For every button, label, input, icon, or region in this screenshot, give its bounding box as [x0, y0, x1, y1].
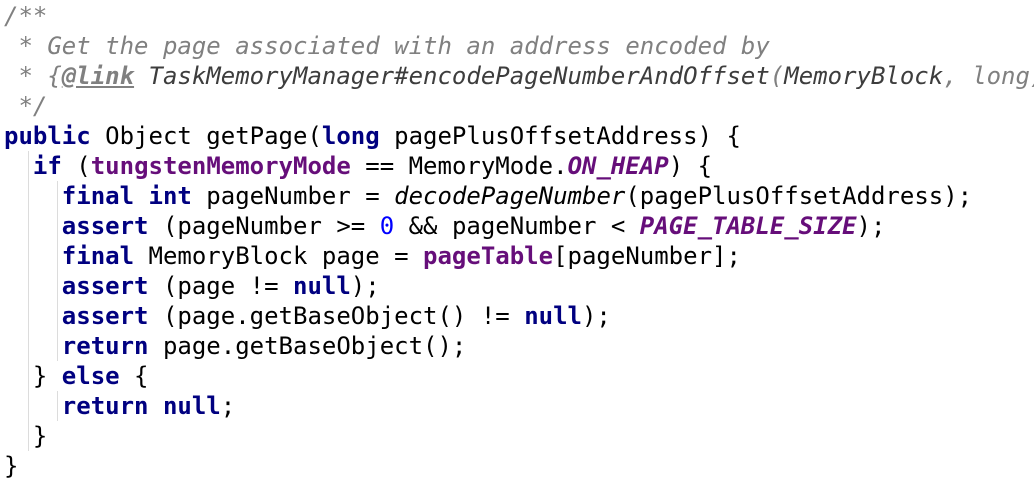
indent-guide [57, 391, 59, 421]
code-line[interactable]: } else { [4, 361, 1034, 391]
code-token-keyword: if [32, 152, 62, 180]
code-token-comment: ( [769, 62, 785, 90]
code-token-plain: ); [581, 302, 611, 330]
code-token-keyword: assert [61, 212, 149, 240]
code-line[interactable]: public Object getPage(long pagePlusOffse… [4, 121, 1034, 151]
indent-guide [28, 301, 30, 331]
indent-guide [28, 331, 30, 361]
code-token-keyword: return [61, 332, 149, 360]
code-token-plain: (page != [148, 272, 293, 300]
code-token-plain: { [119, 362, 149, 390]
code-token-keyword: public [4, 122, 91, 150]
code-token-comment: /** [4, 2, 48, 30]
code-token-plain: ); [856, 212, 886, 240]
code-token-keyword: long [321, 122, 380, 150]
code-line[interactable]: return null; [4, 391, 1034, 421]
code-line[interactable]: final MemoryBlock page = pageTable[pageN… [4, 241, 1034, 271]
code-token-plain [4, 392, 62, 420]
code-token-plain [149, 392, 163, 420]
code-line[interactable]: */ [4, 91, 1034, 121]
code-token-plain [134, 182, 148, 210]
code-line[interactable]: * {@link TaskMemoryManager#encodePageNum… [4, 61, 1034, 91]
code-token-doctag: @link [61, 62, 135, 90]
code-token-plain: page.getBaseObject(); [148, 332, 467, 360]
code-token-keyword: assert [61, 272, 149, 300]
code-line[interactable]: if (tungstenMemoryMode == MemoryMode.ON_… [4, 151, 1034, 181]
code-line[interactable]: final int pageNumber = decodePageNumber(… [4, 181, 1034, 211]
code-token-plain: ; [220, 392, 236, 420]
indent-guide [28, 271, 30, 301]
code-token-comment: */ [4, 92, 48, 120]
code-line[interactable]: } [4, 451, 1034, 481]
code-token-plain [4, 272, 62, 300]
indent-guide [28, 211, 30, 241]
indent-guide [57, 211, 59, 241]
code-token-comment: * { [4, 62, 62, 90]
code-token-keyword: null [524, 302, 582, 330]
code-token-plain: ); [350, 272, 380, 300]
code-token-plain: pageNumber = [191, 182, 395, 210]
code-token-plain: MemoryBlock page = [134, 242, 424, 270]
code-line[interactable]: /** [4, 1, 1034, 31]
code-line[interactable]: return page.getBaseObject(); [4, 331, 1034, 361]
code-token-docref: TaskMemoryManager#encodePageNumberAndOff… [134, 62, 770, 90]
code-line[interactable]: assert (page.getBaseObject() != null); [4, 301, 1034, 331]
code-line[interactable]: assert (pageNumber >= 0 && pageNumber < … [4, 211, 1034, 241]
indent-guide [28, 181, 30, 211]
code-token-comment: * Get the page associated with an addres… [4, 32, 770, 60]
code-token-number: 0 [379, 212, 395, 240]
code-token-plain: (page.getBaseObject() != [148, 302, 525, 330]
code-token-const: ON_HEAP [567, 152, 669, 180]
code-token-keyword: int [148, 182, 192, 210]
code-token-plain [4, 242, 62, 270]
indent-guide [28, 391, 30, 421]
indent-guide [57, 181, 59, 211]
code-token-plain [4, 212, 62, 240]
code-token-comment: long [972, 62, 1030, 90]
code-token-plain [4, 182, 62, 210]
code-token-keyword: final [61, 182, 135, 210]
indent-guide [28, 241, 30, 271]
code-token-keyword: assert [61, 302, 149, 330]
code-token-keyword: null [293, 272, 351, 300]
code-token-plain: == MemoryMode. [350, 152, 568, 180]
code-token-keyword: final [61, 242, 135, 270]
code-token-const: PAGE_TABLE_SIZE [639, 212, 857, 240]
code-token-plain: } [4, 362, 62, 390]
code-token-field: tungstenMemoryMode [90, 152, 351, 180]
code-token-plain: } [4, 452, 19, 480]
indent-guide [28, 421, 30, 451]
code-line[interactable]: assert (page != null); [4, 271, 1034, 301]
indent-guide [57, 301, 59, 331]
code-token-plain: pagePlusOffsetAddress) { [379, 122, 741, 150]
code-token-plain: Object getPage( [90, 122, 322, 150]
code-token-plain [4, 302, 62, 330]
code-token-keyword: else [61, 362, 120, 390]
indent-guide [57, 241, 59, 271]
indent-guide [28, 361, 30, 391]
code-line[interactable]: * Get the page associated with an addres… [4, 31, 1034, 61]
code-line[interactable]: } [4, 421, 1034, 451]
indent-guide [57, 271, 59, 301]
code-token-keyword: null [162, 392, 221, 420]
code-token-docref: MemoryBlock [784, 62, 944, 90]
code-token-plain: && pageNumber < [394, 212, 640, 240]
code-token-comment: )} [1030, 62, 1034, 90]
code-token-plain: ) { [668, 152, 713, 180]
code-token-plain: (pagePlusOffsetAddress); [625, 182, 973, 210]
code-token-comment: , [943, 62, 973, 90]
indent-guide [28, 151, 30, 181]
code-token-static: decodePageNumber [394, 182, 626, 210]
code-token-keyword: return [61, 392, 149, 420]
code-token-plain: ( [61, 152, 91, 180]
code-token-field: pageTable [423, 242, 554, 270]
code-token-plain: (pageNumber >= [148, 212, 380, 240]
code-token-plain [4, 332, 62, 360]
code-token-plain: [pageNumber]; [553, 242, 741, 270]
indent-guide [57, 331, 59, 361]
code-token-plain: } [4, 422, 48, 450]
